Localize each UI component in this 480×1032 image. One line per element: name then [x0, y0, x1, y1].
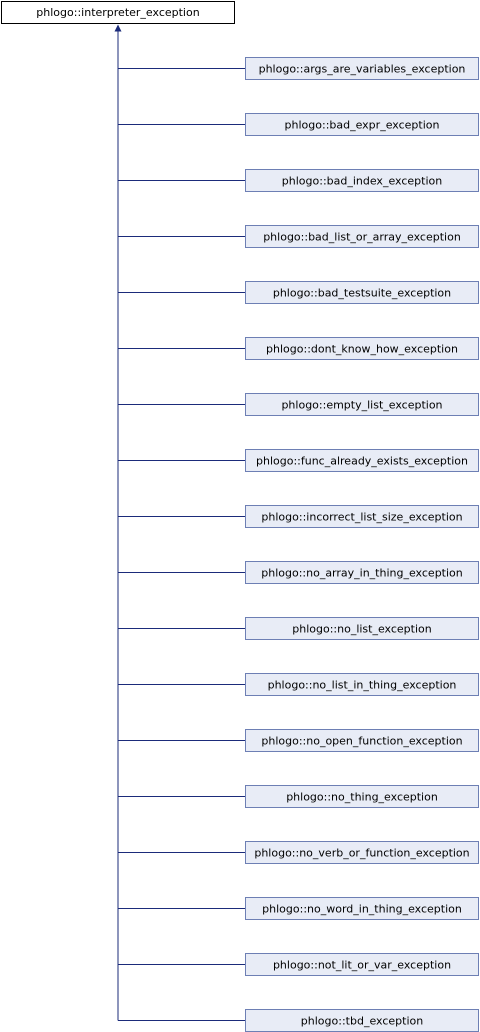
derived-class-box — [245, 393, 479, 416]
derived-class-box — [245, 729, 479, 752]
derived-class-box — [245, 449, 479, 472]
derived-class-node[interactable]: phlogo::func_already_exists_exception — [245, 449, 479, 472]
derived-class-box — [245, 785, 479, 808]
derived-class-label: phlogo::bad_list_or_array_exception — [263, 231, 461, 244]
derived-class-label: phlogo::no_verb_or_function_exception — [254, 847, 469, 860]
derived-class-node[interactable]: phlogo::no_word_in_thing_exception — [245, 897, 479, 920]
derived-class-label: phlogo::bad_index_exception — [282, 175, 442, 188]
derived-class-label: phlogo::args_are_variables_exception — [259, 63, 466, 76]
derived-class-box — [245, 225, 479, 248]
derived-class-node[interactable]: phlogo::bad_index_exception — [245, 169, 479, 192]
derived-class-box — [245, 113, 479, 136]
derived-class-node[interactable]: phlogo::bad_list_or_array_exception — [245, 225, 479, 248]
derived-class-box — [245, 673, 479, 696]
derived-class-box — [245, 953, 479, 976]
derived-class-label: phlogo::empty_list_exception — [281, 399, 442, 412]
derived-class-node[interactable]: phlogo::bad_testsuite_exception — [245, 281, 479, 304]
derived-class-box — [245, 281, 479, 304]
derived-class-label: phlogo::no_list_in_thing_exception — [268, 679, 457, 692]
derived-class-box — [245, 169, 479, 192]
derived-class-box — [245, 841, 479, 864]
derived-class-node[interactable]: phlogo::no_thing_exception — [245, 785, 479, 808]
derived-class-node[interactable]: phlogo::bad_expr_exception — [245, 113, 479, 136]
derived-class-node[interactable]: phlogo::args_are_variables_exception — [245, 57, 479, 80]
derived-class-label: phlogo::dont_know_how_exception — [266, 343, 458, 356]
derived-class-node[interactable]: phlogo::incorrect_list_size_exception — [245, 505, 479, 528]
root-class-label: phlogo::interpreter_exception — [36, 6, 199, 19]
derived-class-label: phlogo::no_list_exception — [292, 623, 432, 636]
derived-class-label: phlogo::bad_expr_exception — [285, 119, 440, 132]
derived-class-node[interactable]: phlogo::no_array_in_thing_exception — [245, 561, 479, 584]
derived-class-node[interactable]: phlogo::not_lit_or_var_exception — [245, 953, 479, 976]
derived-class-box — [245, 617, 479, 640]
derived-class-box — [245, 897, 479, 920]
derived-class-label: phlogo::no_array_in_thing_exception — [261, 567, 463, 580]
derived-class-nodes: phlogo::args_are_variables_exceptionphlo… — [245, 57, 479, 1032]
derived-class-node[interactable]: phlogo::no_list_in_thing_exception — [245, 673, 479, 696]
derived-class-label: phlogo::tbd_exception — [301, 1015, 423, 1028]
root-class-node[interactable]: phlogo::interpreter_exception — [1, 1, 235, 24]
derived-class-label: phlogo::not_lit_or_var_exception — [273, 959, 451, 972]
root-class-box — [1, 1, 235, 24]
derived-class-node[interactable]: phlogo::no_verb_or_function_exception — [245, 841, 479, 864]
derived-class-label: phlogo::no_open_function_exception — [261, 735, 462, 748]
derived-class-label: phlogo::bad_testsuite_exception — [273, 287, 451, 300]
derived-class-node[interactable]: phlogo::dont_know_how_exception — [245, 337, 479, 360]
derived-class-box — [245, 505, 479, 528]
derived-class-box — [245, 561, 479, 584]
derived-class-node[interactable]: phlogo::empty_list_exception — [245, 393, 479, 416]
derived-class-node[interactable]: phlogo::tbd_exception — [245, 1009, 479, 1032]
derived-class-box — [245, 57, 479, 80]
inheritance-arrowhead — [114, 24, 122, 32]
derived-class-label: phlogo::func_already_exists_exception — [256, 455, 468, 468]
derived-class-node[interactable]: phlogo::no_open_function_exception — [245, 729, 479, 752]
derived-class-node[interactable]: phlogo::no_list_exception — [245, 617, 479, 640]
derived-class-label: phlogo::incorrect_list_size_exception — [261, 511, 462, 524]
derived-class-label: phlogo::no_thing_exception — [286, 791, 438, 804]
derived-class-label: phlogo::no_word_in_thing_exception — [262, 903, 462, 916]
derived-class-box — [245, 337, 479, 360]
inheritance-edges — [114, 24, 246, 1021]
